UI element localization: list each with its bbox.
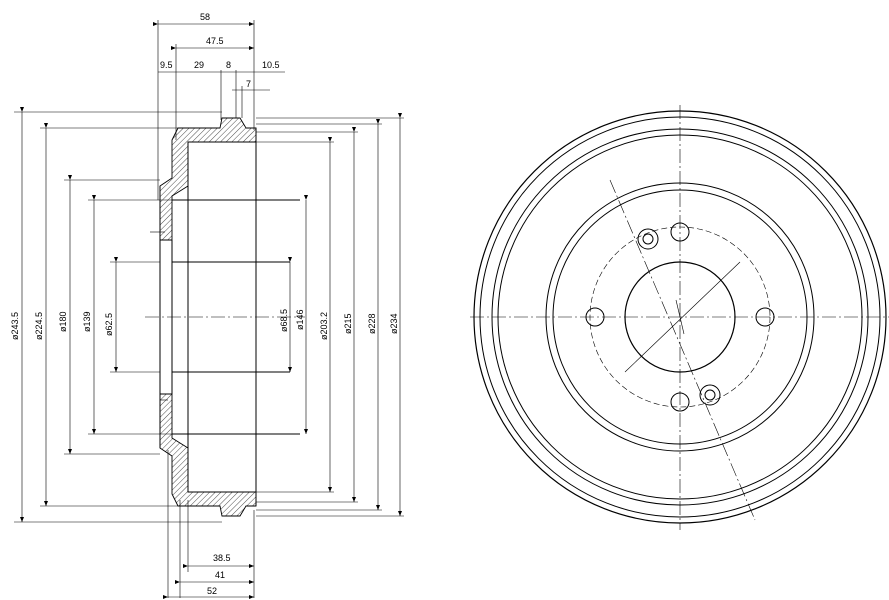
dim-10.5: 10.5 xyxy=(262,60,280,70)
dim-139: ø139 xyxy=(82,311,92,332)
dim-68.5: ø68.5 xyxy=(279,309,289,332)
dim-180: ø180 xyxy=(58,311,68,332)
dim-62.5: ø62.5 xyxy=(104,313,114,336)
dim-234: ø234 xyxy=(389,313,399,334)
dim-215: ø215 xyxy=(343,313,353,334)
screw-hole-2 xyxy=(699,384,721,406)
dim-41: 41 xyxy=(215,570,225,580)
dim-47.5: 47.5 xyxy=(206,36,224,46)
dim-203.2: ø203.2 xyxy=(319,312,329,340)
dim-224.5: ø224.5 xyxy=(34,312,44,340)
dim-7: 7 xyxy=(246,79,251,89)
section-view: 58 47.5 9.5 29 8 10.5 7 38.5 41 52 ø2 xyxy=(10,12,404,599)
diagonal-axis xyxy=(609,179,756,521)
bore-diagonal xyxy=(624,261,741,373)
screw-hole-2-inner xyxy=(704,389,716,401)
dim-8: 8 xyxy=(226,60,231,70)
dim-29: 29 xyxy=(194,60,204,70)
screw-hole-1-inner xyxy=(642,233,654,245)
dim-58: 58 xyxy=(200,12,210,22)
center-mark xyxy=(675,299,685,335)
dim-52: 52 xyxy=(207,586,217,596)
dim-228: ø228 xyxy=(367,313,377,334)
dim-243.5: ø243.5 xyxy=(10,312,20,340)
dim-9.5: 9.5 xyxy=(160,60,173,70)
drum-section-lower xyxy=(159,393,257,517)
dim-146: ø146 xyxy=(295,309,305,330)
drum-section-upper xyxy=(159,117,257,241)
screw-hole-1 xyxy=(637,228,659,250)
dim-38.5: 38.5 xyxy=(213,553,231,563)
front-view xyxy=(470,105,889,530)
